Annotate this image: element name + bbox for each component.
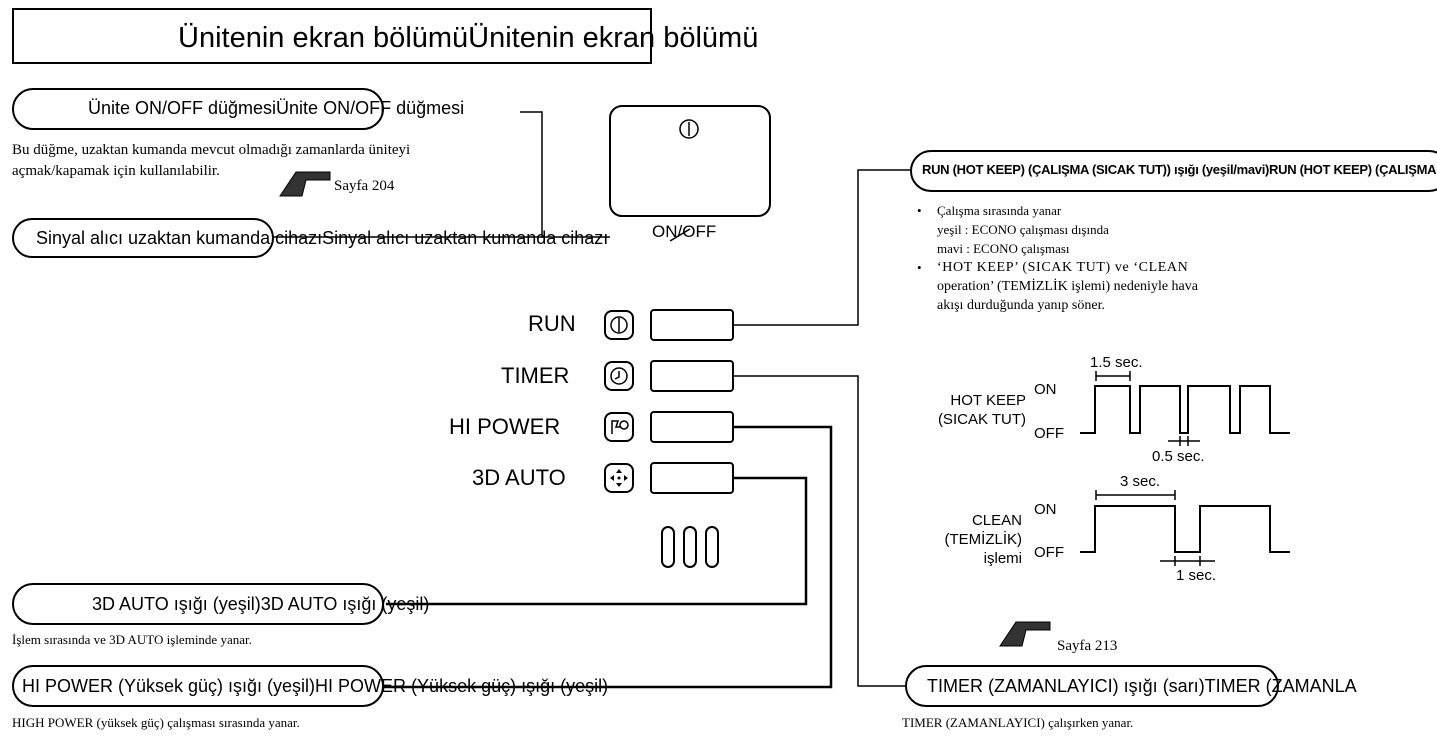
- clock-icon: [604, 361, 634, 391]
- run-blue: mavi : ECONO çalışması: [937, 241, 1070, 256]
- clean-on-time: 3 sec.: [1120, 473, 1161, 490]
- hipower-light-desc: HIGH POWER (yüksek güç) çalışması sırası…: [12, 715, 300, 730]
- receiver-label: Sinyal alıcı uzaktan kumanda cihazıSinya…: [36, 228, 609, 248]
- panel-power-icon: [679, 119, 699, 139]
- auto3d-light-pill: [12, 583, 384, 625]
- auto3d-lamp: [650, 462, 734, 494]
- onoff-button-label: Ünite ON/OFF düğmesiÜnite ON/OFF düğmesi: [88, 98, 465, 118]
- timer-light-desc: TIMER (ZAMANLAYICI) çalışırken yanar.: [902, 715, 1134, 730]
- timer-light-label: TIMER (ZAMANLAYICI) ışığı (sarı)TIMER (Z…: [927, 676, 1357, 696]
- timer-lamp: [650, 360, 734, 392]
- arrows-icon: [604, 463, 634, 493]
- timer-light-pill: [905, 665, 1279, 707]
- run-bullet-2-line1: ‘HOT KEEP’ (SICAK TUT) ve ‘CLEAN: [937, 260, 1189, 275]
- run-green: yeşil : ECONO çalışması dışında: [937, 222, 1109, 237]
- hotkeep-on-time: 1.5 sec.: [1090, 354, 1143, 371]
- lamp-label-run: RUN: [528, 311, 576, 336]
- run-light-pill: [910, 150, 1437, 192]
- hipower-light-label: HI POWER (Yüksek güç) ışığı (yeşil)HI PO…: [22, 676, 609, 696]
- panel-onoff-caption: ON/OFF: [652, 222, 717, 241]
- page-ref-213: Sayfa 213: [1057, 638, 1118, 654]
- onoff-button-pill: [12, 88, 384, 130]
- hotkeep-off: OFF: [1034, 425, 1064, 442]
- run-bullet-dot-1: •: [917, 203, 922, 218]
- auto3d-connector: [386, 476, 808, 606]
- onoff-desc-line1: Bu düğme, uzaktan kumanda mevcut olmadığ…: [12, 142, 411, 158]
- page-title: Ünitenin ekran bölümüÜnitenin ekran bölü…: [178, 22, 759, 54]
- clean-waveform: [1080, 505, 1290, 553]
- hotkeep-waveform: [1080, 385, 1290, 434]
- onoff-desc-line2: açmak/kapamak için kullanılabilir.: [12, 163, 220, 179]
- hipower-light-pill: [12, 665, 384, 707]
- receiver-pill: [12, 218, 274, 258]
- timer-connector: [734, 375, 905, 687]
- lamp-label-hipower: HI POWER: [449, 414, 561, 439]
- pointing-hand-icon-2: [999, 621, 1051, 647]
- sensor-ovals: [661, 526, 719, 568]
- clean-off-time: 1 sec.: [1176, 567, 1217, 584]
- clean-label-2: (TEMİZLİK): [944, 531, 1023, 548]
- pointing-hand-icon: [279, 171, 331, 197]
- onoff-slash: [669, 228, 691, 242]
- clean-label-3: işlemi: [983, 550, 1022, 567]
- hipower-connector: [382, 425, 833, 689]
- run-bullet-2-line2: operation’ (TEMİZLİK işlemi) nedeniyle h…: [937, 279, 1198, 294]
- run-lamp: [650, 309, 734, 341]
- hotkeep-label-1: HOT KEEP: [950, 392, 1026, 409]
- lamp-label-3dauto: 3D AUTO: [472, 465, 566, 490]
- hipower-icon: [604, 412, 634, 442]
- run-light-label: RUN (HOT KEEP) (ÇALIŞMA (SICAK TUT)) ışı…: [922, 162, 1437, 177]
- run-bullet-1: Çalışma sırasında yanar: [937, 203, 1062, 218]
- clean-label-1: CLEAN: [971, 512, 1022, 529]
- auto3d-light-desc: İşlem sırasında ve 3D AUTO işleminde yan…: [12, 632, 252, 647]
- unit-panel: [609, 105, 771, 217]
- hotkeep-off-time: 0.5 sec.: [1152, 448, 1205, 465]
- hotkeep-on: ON: [1034, 381, 1057, 398]
- power-icon: [604, 310, 634, 340]
- run-bullet-2-line3: akışı durduğunda yanıp söner.: [937, 298, 1105, 313]
- auto3d-light-label: 3D AUTO ışığı (yeşil)3D AUTO ışığı (yeşi…: [92, 594, 430, 614]
- hipower-lamp: [650, 411, 734, 443]
- run-bullet-dot-2: •: [917, 260, 922, 275]
- title-box: [12, 8, 652, 64]
- page-ref-204: Sayfa 204: [334, 178, 395, 194]
- onoff-connector: [520, 111, 610, 238]
- hotkeep-label-2: (SICAK TUT): [937, 411, 1026, 428]
- clean-off: OFF: [1034, 544, 1064, 561]
- clean-on: ON: [1034, 501, 1057, 518]
- run-connector: [734, 169, 910, 326]
- lamp-label-timer: TIMER: [501, 363, 570, 388]
